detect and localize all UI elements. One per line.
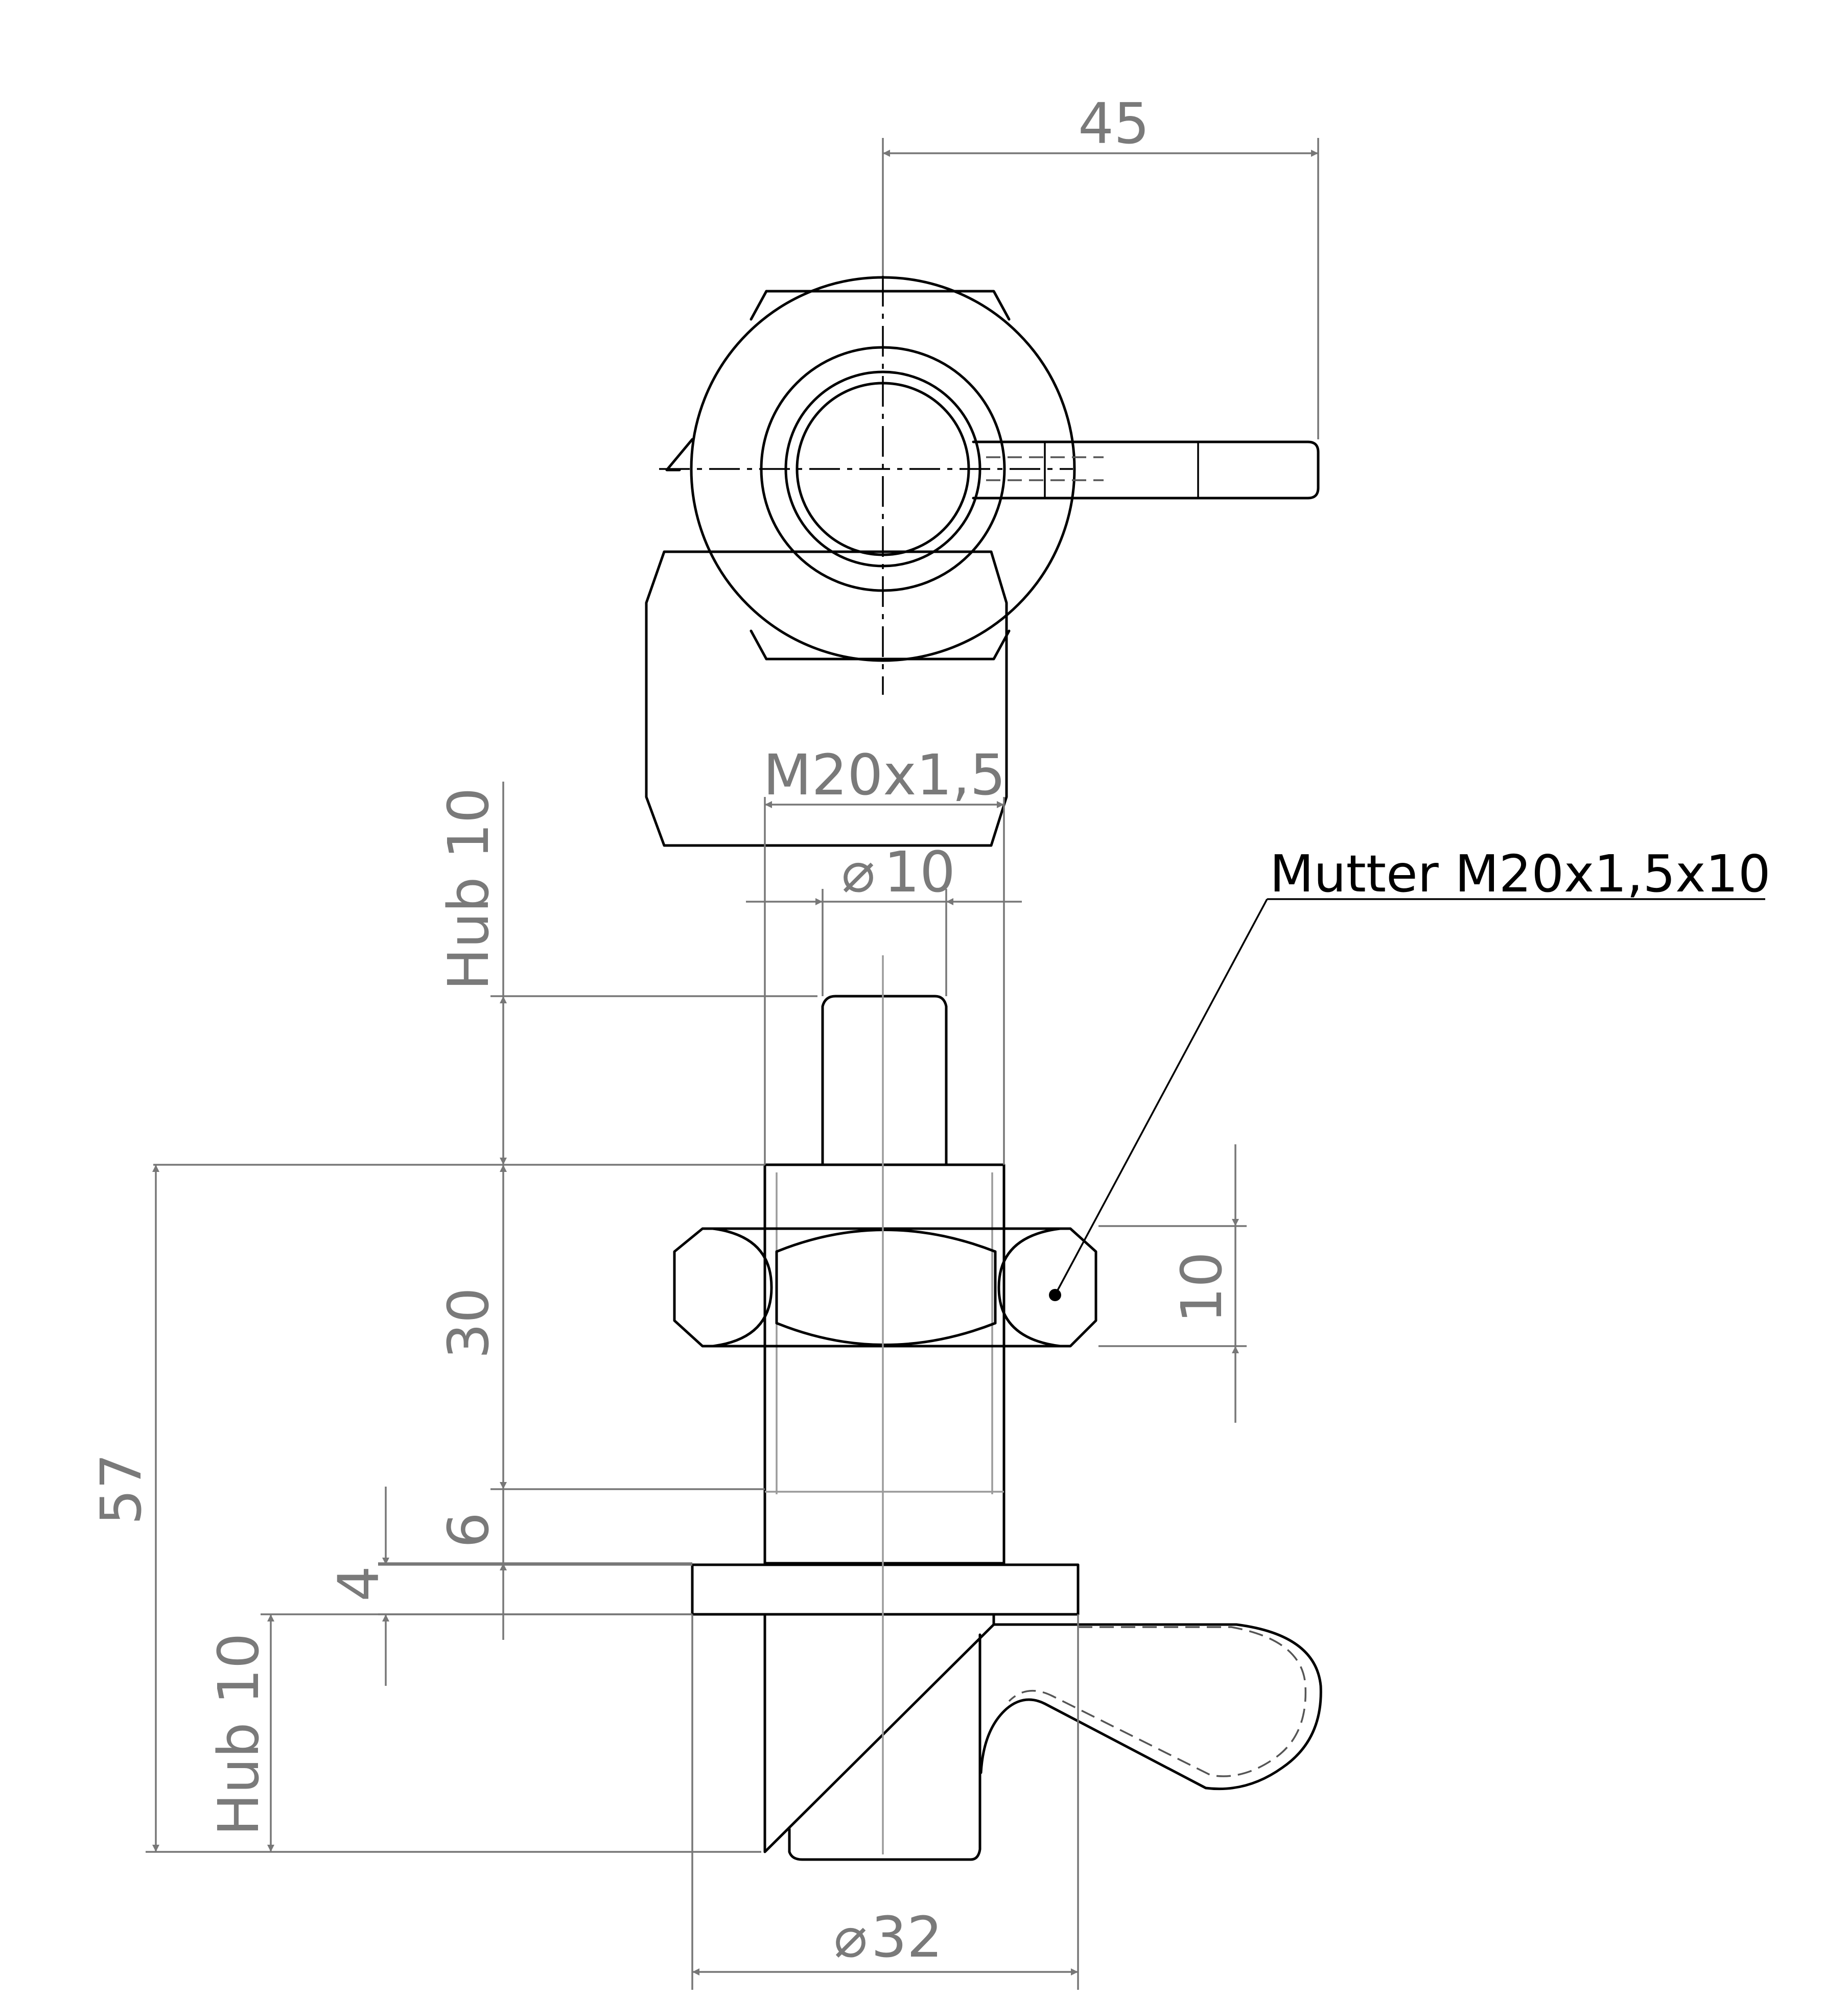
- dim-thread-label: M20x1,5: [763, 742, 1006, 808]
- side-view-handle-hidden: [1008, 1626, 1307, 1777]
- side-view-flange: [691, 1563, 1080, 1616]
- top-view: 45: [645, 91, 1320, 847]
- top-view-hex-top: [765, 290, 1011, 321]
- side-view-lower-pin: [788, 1633, 981, 1861]
- side-view-pin: [821, 995, 948, 1166]
- side-view-nut: [673, 1227, 1097, 1348]
- side-view-nut-face-mid-right: [775, 1322, 997, 1346]
- dim-stroke-bottom-label: Hub 10: [206, 1633, 271, 1836]
- top-view-hex-left-bottom: [750, 629, 768, 661]
- dim-pin-label: 10: [884, 839, 955, 905]
- dim-flange-symbol: ⌀: [834, 1904, 868, 1970]
- callout-leader: [1054, 899, 1268, 1296]
- dim-6-label: 6: [436, 1512, 501, 1548]
- side-view-body: [763, 1163, 1005, 1565]
- callout-label: Mutter M20x1,5x10: [1270, 844, 1771, 904]
- top-view-handle: [972, 440, 1320, 500]
- dim-flange-label: 32: [871, 1904, 943, 1970]
- top-view-hex-left-top: [750, 290, 768, 321]
- dim-nut-label: 10: [1169, 1252, 1234, 1323]
- side-view: M20x1,5 ⌀ 10 Hub 10 30 6 4 57: [88, 742, 1771, 1990]
- dim-4-label: 4: [326, 1566, 391, 1602]
- side-view-nut-face-left: [711, 1227, 773, 1348]
- side-view-nut-face-mid-left: [775, 1229, 997, 1253]
- dim-30-label: 30: [436, 1287, 501, 1359]
- dim-45-label: 45: [1078, 91, 1150, 156]
- dim-stroke-top-label: Hub 10: [436, 787, 501, 990]
- dim-pin-symbol: ⌀: [841, 839, 875, 905]
- top-view-hex-bottom: [765, 629, 1011, 661]
- side-view-handle: [979, 1623, 1322, 1791]
- dim-57-label: 57: [88, 1453, 154, 1525]
- top-view-hex: [645, 550, 1008, 847]
- side-view-nut-face-right: [997, 1227, 1062, 1348]
- top-view-handle-hidden: [986, 456, 1104, 481]
- side-view-lower-body: [763, 1613, 995, 1853]
- callout-dot: [1049, 1289, 1061, 1301]
- top-view-hex-vertex: [665, 438, 694, 472]
